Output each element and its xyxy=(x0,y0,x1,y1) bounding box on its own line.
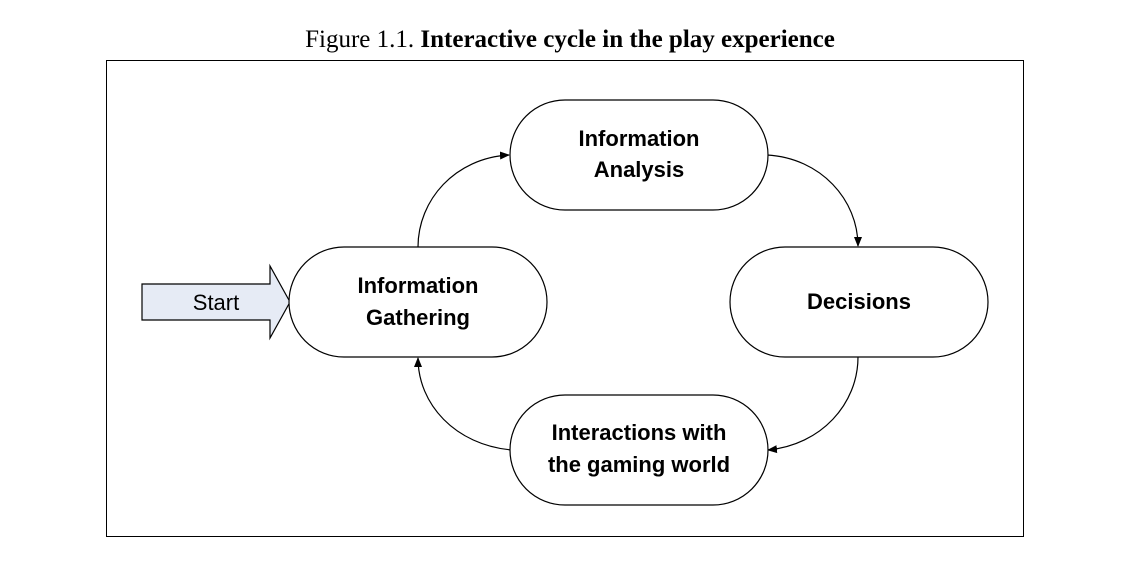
node-interactions: Interactions with the gaming world xyxy=(509,394,769,506)
node-shape xyxy=(509,394,769,506)
figure-caption: Figure 1.1. Interactive cycle in the pla… xyxy=(0,24,1140,56)
start-arrow: Start xyxy=(141,263,291,341)
start-label: Start xyxy=(193,290,239,315)
node-label-line1: Information xyxy=(579,126,700,151)
node-information-analysis: Information Analysis xyxy=(509,99,769,211)
node-label-line2: Analysis xyxy=(594,157,685,182)
node-decisions: Decisions xyxy=(729,246,989,358)
edge-gathering-to-analysis xyxy=(417,151,510,248)
node-label-line2: the gaming world xyxy=(548,452,730,477)
start-arrow-shape xyxy=(141,263,291,341)
node-label-line1: Information xyxy=(358,273,479,298)
node-shape xyxy=(509,99,769,211)
node-shape xyxy=(729,246,989,358)
caption-title: Interactive cycle in the play experience xyxy=(420,26,835,53)
edge-decisions-to-interactions xyxy=(767,356,859,454)
node-label-line1: Interactions with xyxy=(552,420,727,445)
edge-interactions-to-gathering xyxy=(414,357,513,451)
edge-analysis-to-decisions xyxy=(766,154,862,247)
node-label-line2: Gathering xyxy=(366,305,470,330)
node-information-gathering: Information Gathering xyxy=(288,246,548,358)
node-shape xyxy=(288,246,548,358)
node-label-line1: Decisions xyxy=(807,289,911,314)
caption-prefix: Figure 1.1. xyxy=(305,26,421,53)
diagram-frame xyxy=(106,60,1024,537)
